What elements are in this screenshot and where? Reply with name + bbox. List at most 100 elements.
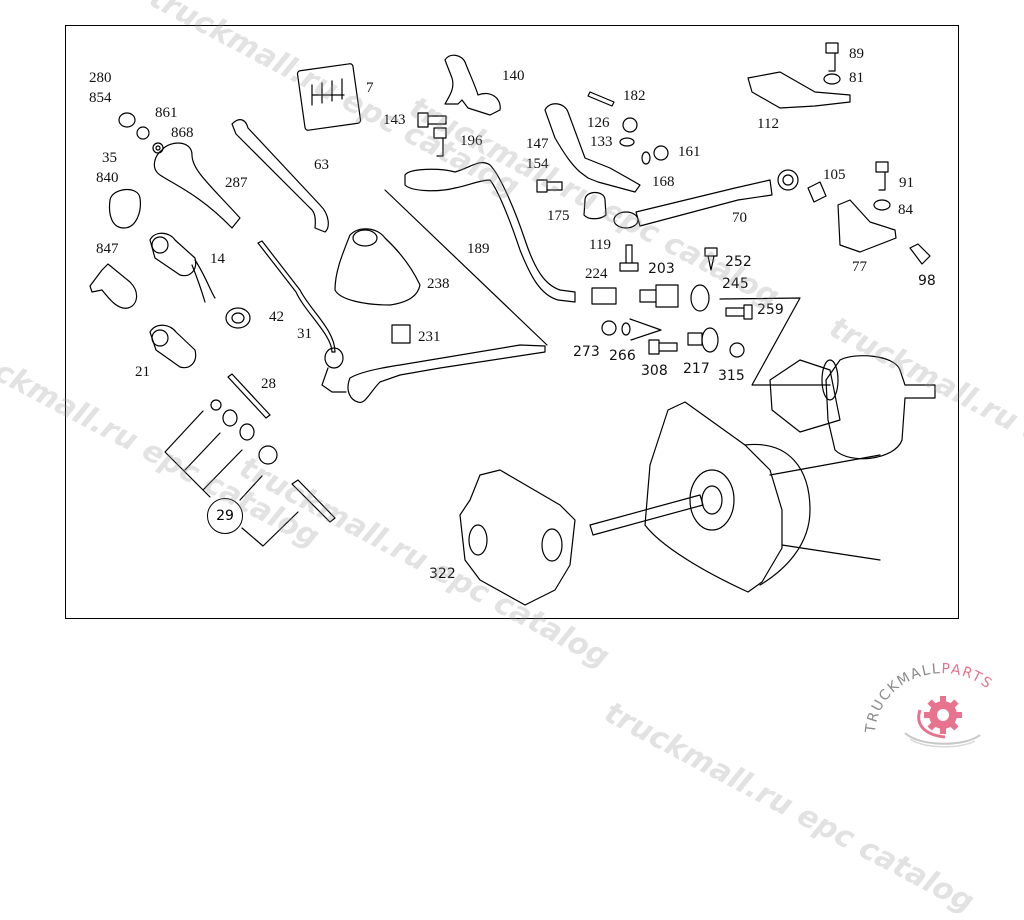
part-224-spring [591,287,617,305]
part-label-322[interactable]: 322 [429,566,456,582]
part-196-bolt [433,127,447,157]
part-89-bolt [825,42,839,72]
part-label-7[interactable]: 7 [366,80,374,96]
part-252-screw [704,247,718,271]
part-label-143[interactable]: 143 [383,112,406,128]
part-29-nut [258,445,278,465]
part-203-joint [639,284,679,308]
gear-icon [924,696,962,734]
part-label-196[interactable]: 196 [460,133,483,149]
part-label-77[interactable]: 77 [852,259,867,275]
part-81-washer [823,73,841,85]
part-label-154[interactable]: 154 [526,156,549,172]
logo-text: TRUCKMALLPARTS [863,661,996,735]
part-label-231[interactable]: 231 [418,329,441,345]
part-label-273[interactable]: 273 [573,344,600,360]
part-label-31[interactable]: 31 [297,326,312,342]
part-label-175[interactable]: 175 [547,208,570,224]
part-label-259[interactable]: 259 [757,302,784,318]
part-287-knob [153,142,241,229]
part-label-315[interactable]: 315 [718,368,745,384]
part-28-pin [227,373,271,419]
part-label-42[interactable]: 42 [269,309,284,325]
part-label-868[interactable]: 868 [171,125,194,141]
part-161-nut [653,145,669,161]
part-label-168[interactable]: 168 [652,174,675,190]
part-label-161[interactable]: 161 [678,144,701,160]
part-label-91[interactable]: 91 [899,175,914,191]
part-70-rod [635,179,773,227]
part-transmission-shaft [589,494,704,536]
part-label-89[interactable]: 89 [849,46,864,62]
logo-graphic: TRUCKMALLPARTS [863,661,996,748]
part-label-217[interactable]: 217 [683,361,710,377]
part-21-switch [149,324,197,369]
part-182-pin [587,91,615,107]
part-label-252[interactable]: 252 [725,254,752,270]
part-label-245[interactable]: 245 [722,276,749,292]
part-29-bushing [222,409,238,427]
callout-29[interactable]: 29 [207,498,243,534]
part-112-bracket [747,71,851,109]
part-245-flange [690,284,710,312]
part-105-bushing [807,181,827,203]
part-29-washer [210,399,222,411]
part-label-238[interactable]: 238 [427,276,450,292]
part-label-840[interactable]: 840 [96,170,119,186]
part-label-308[interactable]: 308 [641,363,668,379]
part-189-shaft [404,161,576,303]
part-label-63[interactable]: 63 [314,157,329,173]
part-29-pin [291,479,336,523]
part-label-224[interactable]: 224 [585,266,608,282]
part-322-gasket [459,469,576,606]
part-label-147[interactable]: 147 [526,136,549,152]
part-label-280[interactable]: 280 [89,70,112,86]
part-189-lever [347,344,546,404]
part-label-105[interactable]: 105 [823,167,846,183]
part-63-tube [231,119,329,233]
part-133-washer [619,137,635,147]
part-label-182[interactable]: 182 [623,88,646,104]
part-77-bracket [837,199,897,253]
part-280-cap [118,112,136,128]
part-label-70[interactable]: 70 [732,210,747,226]
part-label-847[interactable]: 847 [96,241,119,257]
part-label-119[interactable]: 119 [589,237,611,253]
part-7-shift-plate [296,63,362,131]
part-label-140[interactable]: 140 [502,68,525,84]
part-transmission-housing [644,401,783,593]
part-29-grommet [239,423,255,441]
part-label-21[interactable]: 21 [135,364,150,380]
part-308-bolt [648,339,678,355]
part-label-266[interactable]: 266 [609,348,636,364]
part-label-287[interactable]: 287 [225,175,248,191]
part-label-98[interactable]: 98 [918,273,936,289]
part-label-203[interactable]: 203 [648,261,675,277]
part-119-bolt [619,244,639,272]
part-label-81[interactable]: 81 [849,70,864,86]
part-label-189[interactable]: 189 [467,241,490,257]
part-label-854[interactable]: 854 [89,90,112,106]
part-label-35[interactable]: 35 [102,150,117,166]
part-label-14[interactable]: 14 [210,251,225,267]
part-label-126[interactable]: 126 [587,115,610,131]
part-shift-tower [769,359,841,433]
part-147-arm [544,103,641,193]
part-70-rod-end [613,211,639,229]
part-label-133[interactable]: 133 [590,134,613,150]
part-14-switch [149,232,197,277]
part-98-bolt [909,243,931,265]
parts-line-art [89,42,936,606]
truckmall-parts-logo[interactable]: TRUCKMALLPARTS [850,655,1020,750]
part-861-nut [136,126,150,140]
part-175-bush [583,191,607,220]
part-91-bolt [875,161,889,191]
part-label-112[interactable]: 112 [757,116,779,132]
part-238-boot [334,228,421,306]
part-84-washer [873,199,891,211]
part-label-84[interactable]: 84 [898,202,913,218]
part-266-washer [621,322,631,336]
part-label-28[interactable]: 28 [261,376,276,392]
part-label-861[interactable]: 861 [155,105,178,121]
